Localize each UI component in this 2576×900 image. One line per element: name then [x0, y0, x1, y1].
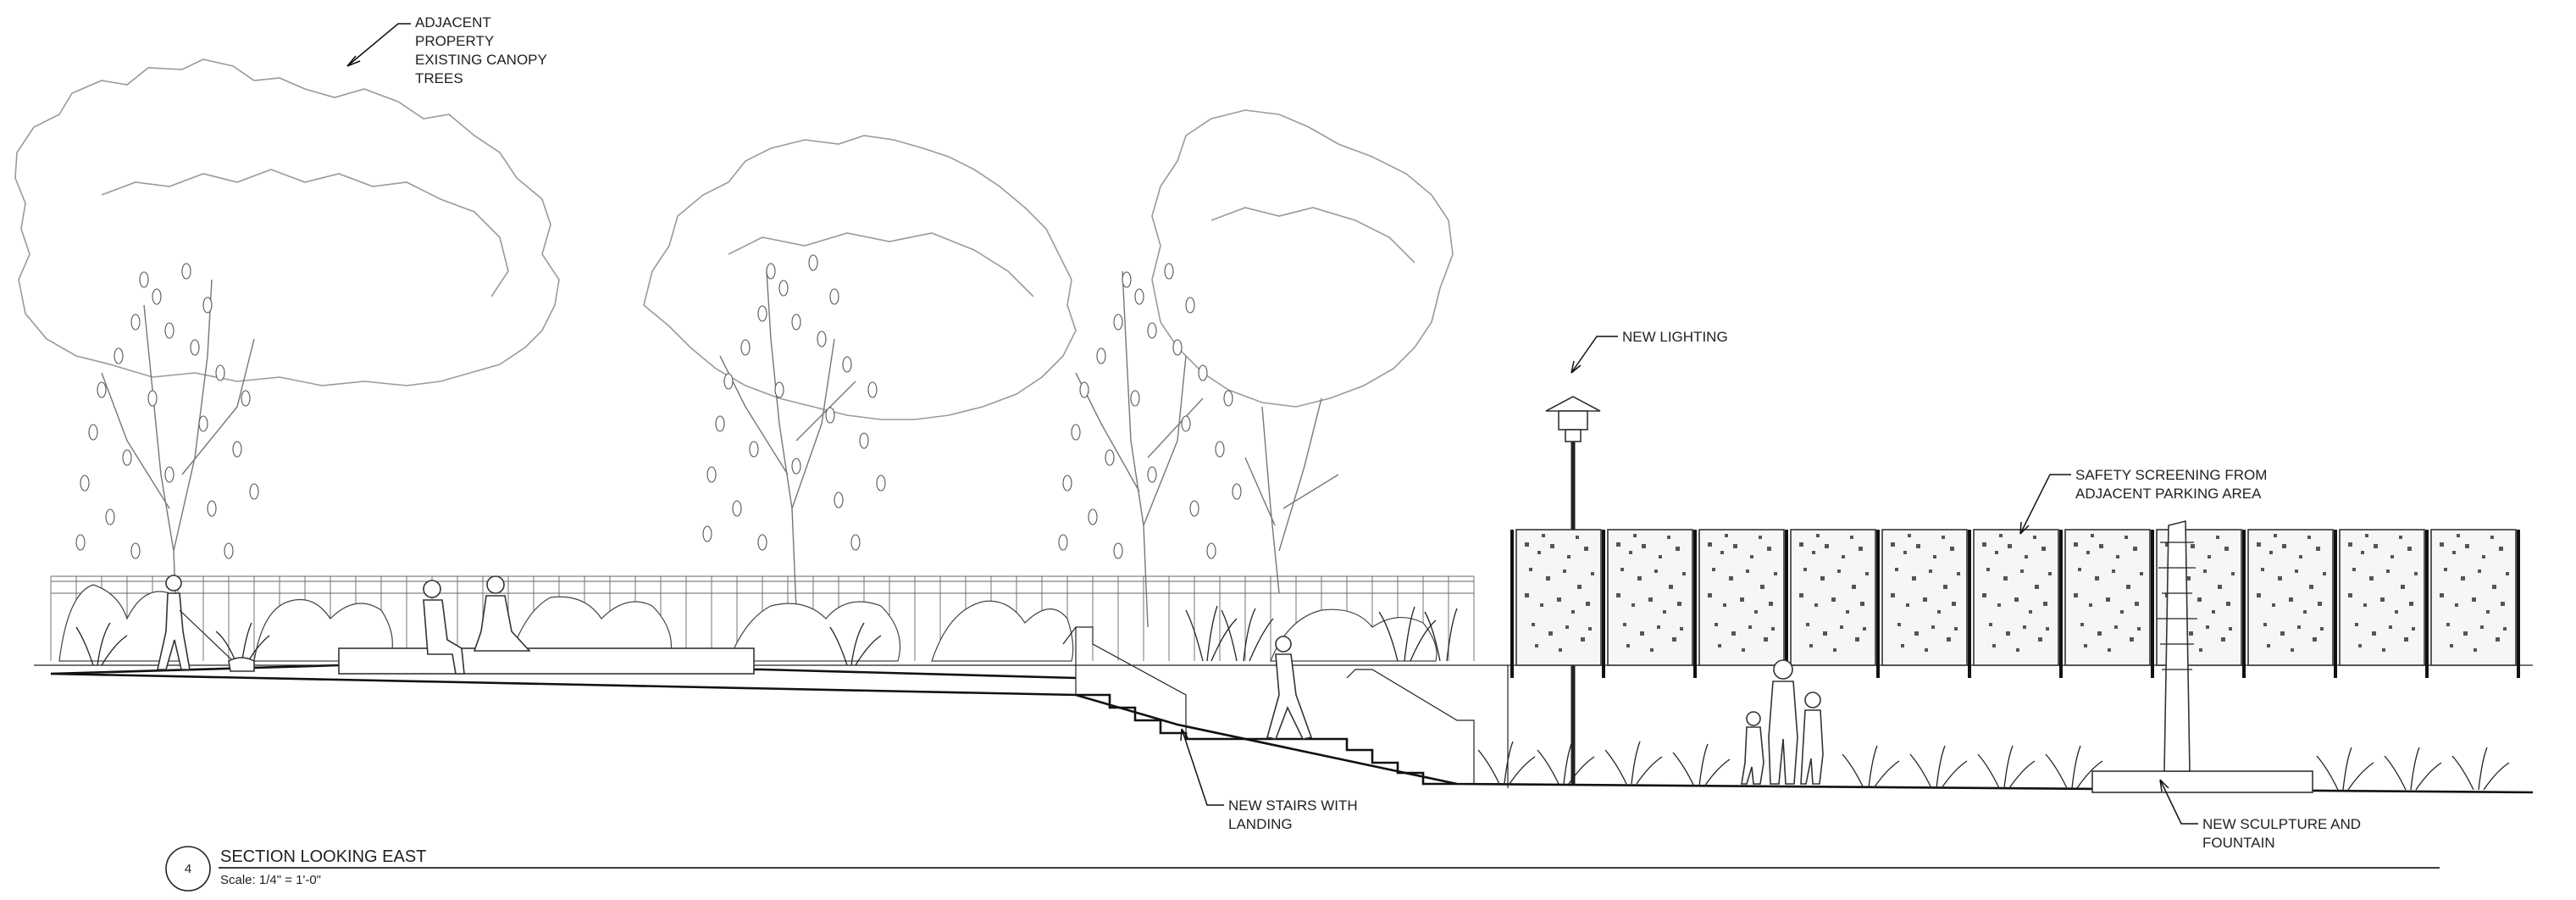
ground-profile [34, 647, 2534, 794]
drawing-title-block: 4 SECTION LOOKING EAST Scale: 1/4" = 1'-… [165, 846, 2440, 892]
view-number: 4 [185, 862, 191, 876]
person-on-landing [1266, 636, 1313, 740]
canopy-tree-middle-inner [728, 232, 1034, 297]
existing-canopy-trees [14, 58, 1454, 420]
tree-1 [75, 263, 259, 662]
callout-leaders [346, 23, 2198, 825]
drawing-scale: Scale: 1/4" = 1'-0" [220, 873, 321, 887]
safety-screening [1510, 529, 2520, 678]
fountain-basin [2091, 770, 2313, 793]
family-group [1741, 659, 1824, 785]
tree-3 [1058, 263, 1242, 628]
people [157, 575, 1824, 785]
callout-lighting: NEW LIGHTING [1622, 329, 1728, 345]
canopy-tree-right [1151, 109, 1454, 408]
drawing-title: SECTION LOOKING EAST [220, 847, 426, 866]
canopy-tree-left-inner [101, 169, 509, 297]
handrail-lower [1346, 669, 1475, 784]
leader-lighting [1571, 336, 1618, 374]
view-number-circle [165, 846, 211, 892]
leader-adjacent-trees [346, 23, 411, 67]
bench [338, 647, 755, 675]
canopy-tree-right-inner [1210, 207, 1415, 264]
sculpture-fountain [2091, 519, 2313, 793]
bare-shrub [1244, 397, 1339, 594]
leader-screening [2019, 474, 2071, 535]
slope-ground [50, 672, 2534, 794]
new-trees [75, 254, 1339, 662]
canopy-tree-left [14, 58, 560, 386]
leader-sculpture [2159, 779, 2198, 825]
new-stairs [1062, 626, 1475, 786]
callout-sculpture: NEW SCULPTURE AND FOUNTAIN [2202, 816, 2365, 851]
tree-2 [702, 254, 886, 611]
callout-screening: SAFETY SCREENING FROM ADJACENT PARKING A… [2075, 467, 2271, 502]
ornamental-grasses [75, 605, 2510, 791]
callout-adjacent-trees: ADJACENT PROPERTY EXISTING CANOPY TREES [415, 14, 551, 86]
callout-labels: ADJACENT PROPERTY EXISTING CANOPY TREES … [415, 14, 2365, 851]
callout-stairs: NEW STAIRS WITH LANDING [1228, 797, 1361, 832]
person-walking-dog [157, 575, 255, 672]
person-seated-2 [473, 575, 531, 652]
canopy-tree-middle [643, 135, 1077, 420]
sculpture-column [2163, 519, 2191, 772]
person-seated-1 [423, 580, 465, 675]
leader-stairs [1181, 728, 1224, 806]
handrail-upper [1062, 626, 1187, 739]
terrace-shrubs [58, 584, 1438, 662]
